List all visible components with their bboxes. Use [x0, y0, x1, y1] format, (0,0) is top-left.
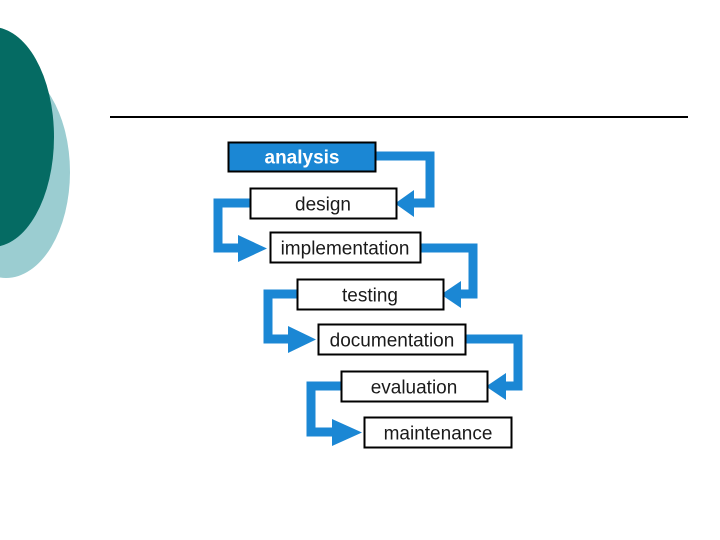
process-node-design-box [249, 187, 398, 220]
connector-design-to-implementation [213, 198, 267, 262]
process-node-maintenance-label: maintenance [384, 424, 493, 445]
process-node-evaluation-box [340, 370, 489, 403]
process-node-analysis[interactable]: analysis [227, 141, 377, 173]
process-node-design-label: design [295, 195, 351, 216]
process-node-implementation-box [269, 231, 422, 264]
process-node-testing-label: testing [342, 286, 398, 307]
process-node-design[interactable]: design [249, 187, 398, 220]
connector-testing-to-documentation [263, 289, 316, 353]
process-node-implementation[interactable]: implementation [269, 231, 422, 264]
header-divider [110, 116, 688, 118]
connector-implementation-to-testing [420, 243, 478, 308]
process-node-maintenance[interactable]: maintenance [363, 416, 513, 449]
process-node-analysis-label: analysis [265, 148, 340, 169]
process-node-implementation-label: implementation [281, 239, 410, 260]
process-node-analysis-box [227, 141, 377, 173]
connector-evaluation-to-maintenance [306, 381, 362, 446]
process-node-maintenance-box [363, 416, 513, 449]
process-node-evaluation-label: evaluation [371, 378, 458, 399]
process-node-documentation[interactable]: documentation [317, 323, 467, 356]
connector-documentation-to-evaluation [465, 334, 523, 400]
process-node-testing-box [296, 278, 445, 311]
process-node-testing[interactable]: testing [296, 278, 445, 311]
process-node-documentation-box [317, 323, 467, 356]
process-node-evaluation[interactable]: evaluation [340, 370, 489, 403]
process-node-documentation-label: documentation [330, 331, 455, 352]
connector-analysis-to-design [375, 151, 435, 217]
